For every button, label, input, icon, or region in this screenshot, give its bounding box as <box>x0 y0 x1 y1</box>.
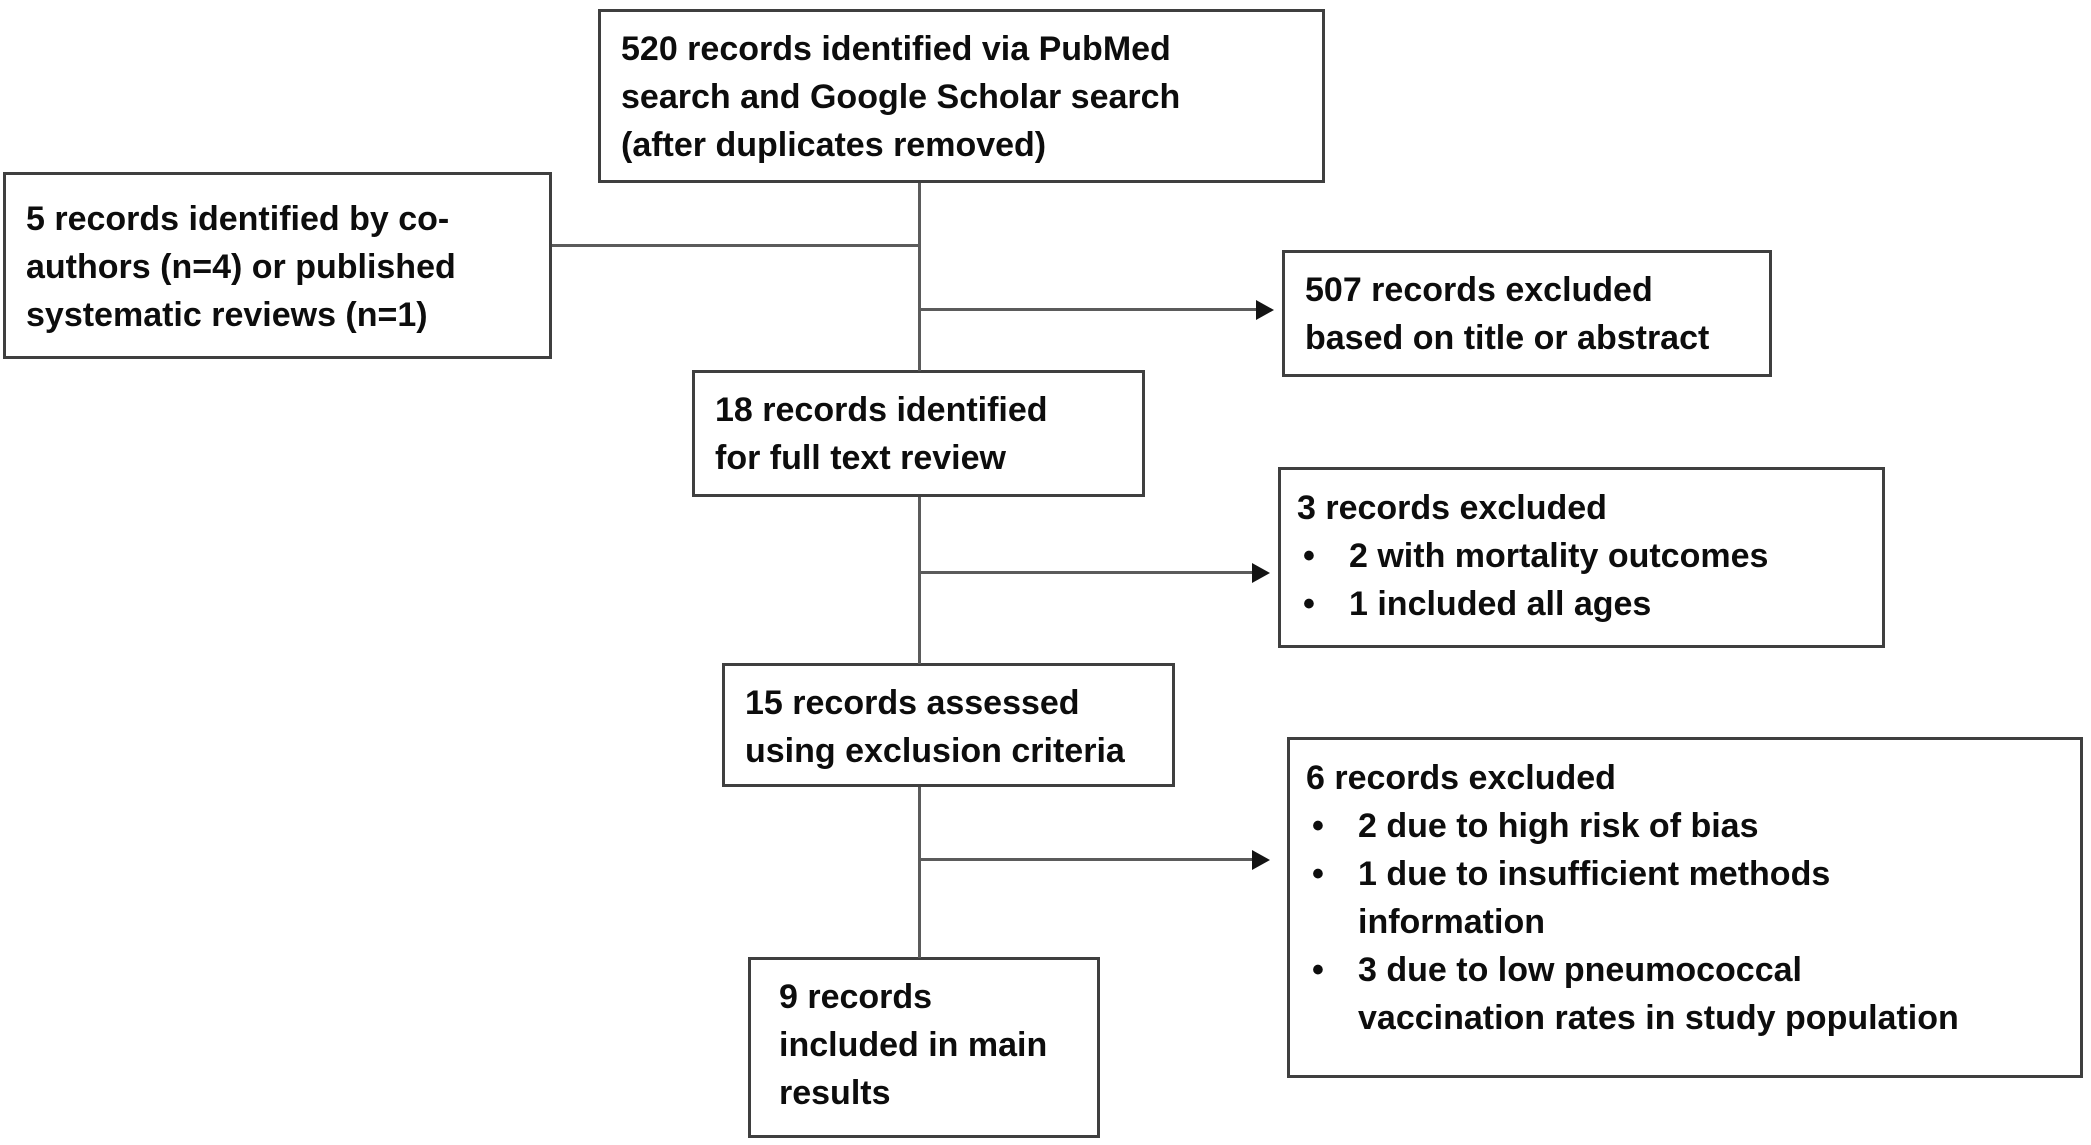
node-excluded-title-abstract-text: 507 records excluded based on title or a… <box>1305 271 1710 357</box>
node-full-text-review: 18 records identified for full text revi… <box>692 370 1145 497</box>
node-excluded-full-text-title: 3 records excluded <box>1297 489 1607 527</box>
node-records-coauthors-text: 5 records identified by co- authors (n=4… <box>26 200 456 334</box>
bullet-text: 1 due to insufficient methods informatio… <box>1358 855 1831 941</box>
node-records-identified-text: 520 records identified via PubMed search… <box>621 30 1181 164</box>
arrowhead-excluded-3 <box>1252 563 1270 583</box>
connector-identified-to-fulltext <box>918 183 921 371</box>
node-assessed-exclusion-criteria: 15 records assessed using exclusion crit… <box>722 663 1175 787</box>
bullet-item: • 1 included all ages <box>1297 580 1866 628</box>
connector-to-excluded-507 <box>920 308 1258 311</box>
bullet-icon: • <box>1312 855 1324 893</box>
bullet-text: 2 due to high risk of bias <box>1358 807 1759 845</box>
node-included-main-results: 9 records included in main results <box>748 957 1100 1138</box>
connector-coauthors-to-mainline <box>552 244 920 247</box>
connector-to-excluded-3 <box>920 571 1254 574</box>
node-included-main-results-text: 9 records included in main results <box>779 978 1048 1112</box>
node-records-identified: 520 records identified via PubMed search… <box>598 9 1325 183</box>
node-excluded-criteria: 6 records excluded • 2 due to high risk … <box>1287 737 2083 1078</box>
connector-fulltext-to-assessed <box>918 497 921 664</box>
bullet-item: • 3 due to low pneumococcal vaccination … <box>1306 946 2064 1042</box>
bullet-icon: • <box>1303 585 1315 623</box>
bullet-item: • 1 due to insufficient methods informat… <box>1306 850 2064 946</box>
bullet-icon: • <box>1312 951 1324 989</box>
bullet-text: 1 included all ages <box>1349 585 1652 623</box>
arrowhead-excluded-6 <box>1252 850 1270 870</box>
bullet-item: • 2 due to high risk of bias <box>1306 802 2064 850</box>
node-assessed-exclusion-criteria-text: 15 records assessed using exclusion crit… <box>745 684 1125 770</box>
node-excluded-full-text: 3 records excluded • 2 with mortality ou… <box>1278 467 1885 648</box>
bullet-text: 3 due to low pneumococcal vaccination ra… <box>1358 951 1959 1037</box>
node-excluded-criteria-title: 6 records excluded <box>1306 759 1616 797</box>
excluded-full-text-bullet-list: • 2 with mortality outcomes • 1 included… <box>1297 532 1866 628</box>
bullet-text: 2 with mortality outcomes <box>1349 537 1769 575</box>
arrowhead-excluded-507 <box>1256 300 1274 320</box>
connector-assessed-to-included <box>918 787 921 958</box>
node-full-text-review-text: 18 records identified for full text revi… <box>715 391 1048 477</box>
node-excluded-title-abstract: 507 records excluded based on title or a… <box>1282 250 1772 377</box>
bullet-icon: • <box>1303 537 1315 575</box>
excluded-criteria-bullet-list: • 2 due to high risk of bias • 1 due to … <box>1306 802 2064 1042</box>
bullet-item: • 2 with mortality outcomes <box>1297 532 1866 580</box>
node-records-coauthors: 5 records identified by co- authors (n=4… <box>3 172 552 359</box>
bullet-icon: • <box>1312 807 1324 845</box>
connector-to-excluded-6 <box>920 858 1254 861</box>
